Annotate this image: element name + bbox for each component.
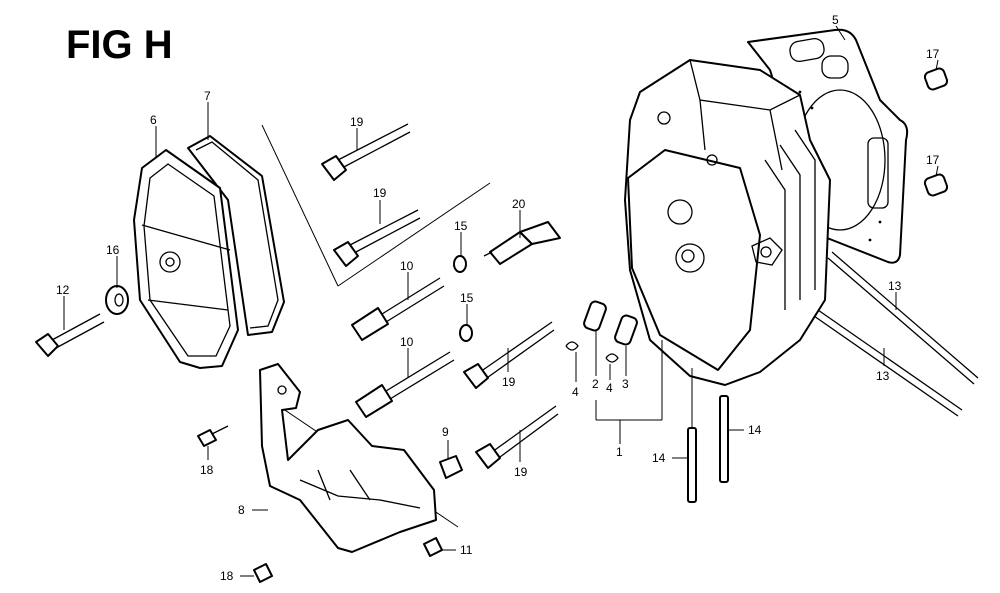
callout-label: 4: [606, 381, 613, 395]
callout-label: 8: [238, 503, 245, 517]
dowel-pin: [923, 67, 949, 91]
assembly-guide-line: [261, 124, 339, 287]
callout-label: 5: [832, 13, 839, 27]
leader-lines: [63, 25, 939, 577]
callout-label: 9: [442, 425, 449, 439]
callout-label: 20: [512, 197, 526, 211]
figure-title: FIG H: [66, 23, 173, 67]
head-cover-gasket: [187, 135, 285, 336]
callout-label: 10: [400, 335, 414, 349]
washer: [459, 324, 473, 342]
cylinder-head: [624, 59, 831, 386]
small-bolt: [197, 425, 229, 447]
callout-label: 13: [888, 279, 902, 293]
long-stud: [827, 251, 979, 385]
callout-label: 3: [622, 377, 629, 391]
washer: [453, 255, 467, 273]
callout-label: 17: [926, 153, 940, 167]
callout-label: 14: [652, 451, 666, 465]
callout-label: 12: [56, 283, 70, 297]
wire-clip: [439, 455, 463, 479]
flange-bolt: [463, 321, 555, 389]
small-bolt: [423, 537, 443, 557]
flange-bolt: [321, 123, 411, 181]
dowel-pin: [923, 173, 949, 197]
callout-label: 11: [460, 543, 473, 557]
callout-label: 7: [204, 89, 211, 103]
flange-bolt: [333, 209, 421, 267]
spark-plug: [483, 221, 561, 265]
callout-label: 10: [400, 259, 414, 273]
stud-collar: [355, 351, 455, 418]
flange-bolt: [35, 313, 105, 357]
callout-label: 4: [572, 385, 579, 399]
flange-bolt: [475, 405, 559, 469]
short-stud: [719, 395, 729, 483]
sealing-washer: [105, 285, 129, 315]
callout-label: 18: [220, 569, 234, 583]
callout-label: 6: [150, 113, 157, 127]
callout-label: 19: [502, 375, 516, 389]
callout-label: 15: [460, 291, 474, 305]
callout-label: 2: [592, 377, 599, 391]
callout-label: 15: [454, 219, 468, 233]
short-stud: [687, 427, 697, 503]
callout-label: 19: [514, 465, 528, 479]
assembly-guide-line: [337, 182, 491, 287]
head-cover: [133, 149, 239, 369]
small-bolt: [253, 563, 273, 583]
callout-label: 16: [106, 243, 120, 257]
long-stud: [813, 309, 963, 417]
stud-collar: [351, 277, 445, 341]
callout-label: 19: [373, 186, 387, 200]
callout-label: 14: [748, 423, 762, 437]
mounting-bracket: [259, 363, 437, 553]
callout-label: 13: [876, 369, 890, 383]
callout-label: 19: [350, 115, 364, 129]
callout-label: 1: [616, 445, 623, 459]
valve-guide: [565, 300, 638, 363]
callout-label: 18: [200, 463, 214, 477]
callout-label: 17: [926, 47, 940, 61]
